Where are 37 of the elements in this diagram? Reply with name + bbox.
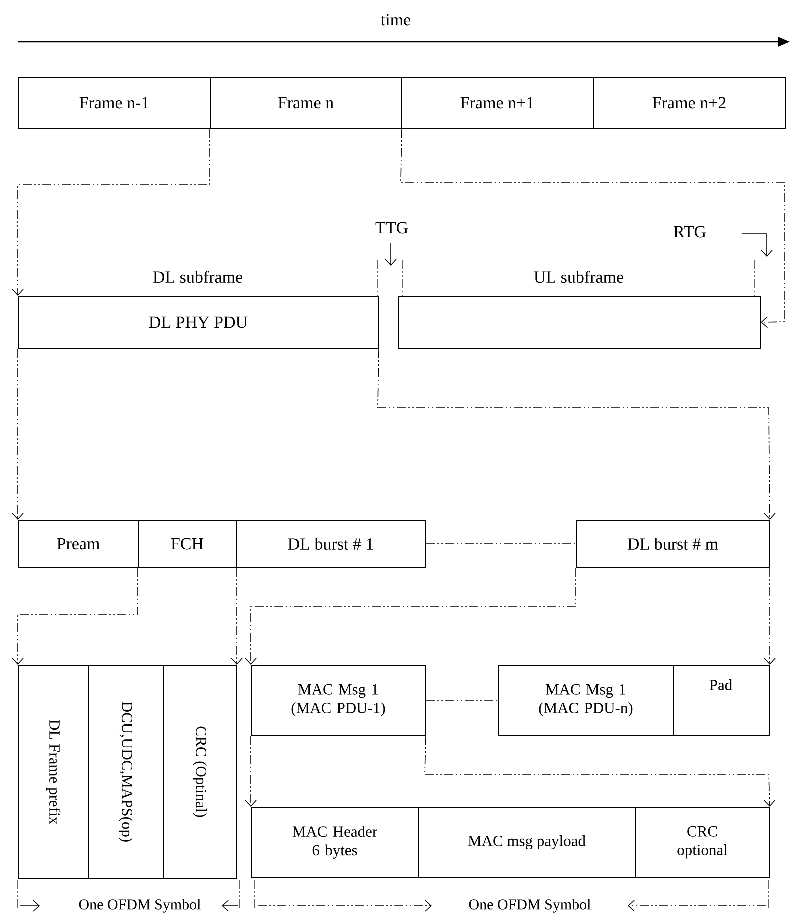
arrow: [231, 568, 243, 666]
gap-label: RTG: [672, 225, 708, 239]
axis-label: time: [380, 13, 412, 27]
frame-box: Frame n+1: [401, 77, 594, 129]
field-box: FCH: [138, 520, 237, 568]
arrow: [12, 568, 138, 666]
arrow: [12, 128, 210, 296]
arrow: [400, 128, 786, 328]
node-label: DL subframe: [153, 270, 243, 284]
field-box: Pad: [673, 665, 770, 736]
field-box: DL Frame prefix: [18, 665, 89, 879]
connector-line: [426, 700, 498, 701]
dimension-label: One OFDM Symbol: [468, 898, 592, 914]
gap-label: TTG: [374, 221, 410, 235]
node-label: UL subframe: [534, 270, 624, 284]
dimension-label: One OFDM Symbol: [78, 898, 202, 914]
arrow: [378, 348, 776, 520]
subframe-box: DL subframe DL PHY PDU: [18, 270, 379, 349]
field-box: MAC msg payload: [418, 807, 636, 878]
frame-box: Frame n+2: [593, 77, 786, 129]
field-box: MAC Msg 1 (MAC PDU-n): [498, 665, 674, 736]
field-box: DL burst # m: [576, 520, 770, 568]
arrow: [764, 568, 776, 666]
field-box: DCU,UDC,MAPS(op): [88, 665, 164, 879]
arrow: [245, 568, 576, 666]
arrow: [12, 348, 24, 520]
frame-box: Frame n: [210, 77, 402, 129]
frame-box: Frame n-1: [18, 77, 211, 129]
subframe-box: UL subframe: [398, 270, 761, 349]
field-box: DL burst # 1: [236, 520, 426, 568]
field-box: CRC (Optinal): [163, 665, 237, 879]
field-box: CRC optional: [635, 807, 770, 878]
arrow: [424, 736, 776, 807]
field-box: MAC Msg 1 (MAC PDU-1): [251, 665, 426, 736]
arrow: [245, 736, 257, 807]
field-box: Pream: [18, 520, 139, 568]
field-box: MAC Header 6 bytes: [251, 807, 419, 878]
